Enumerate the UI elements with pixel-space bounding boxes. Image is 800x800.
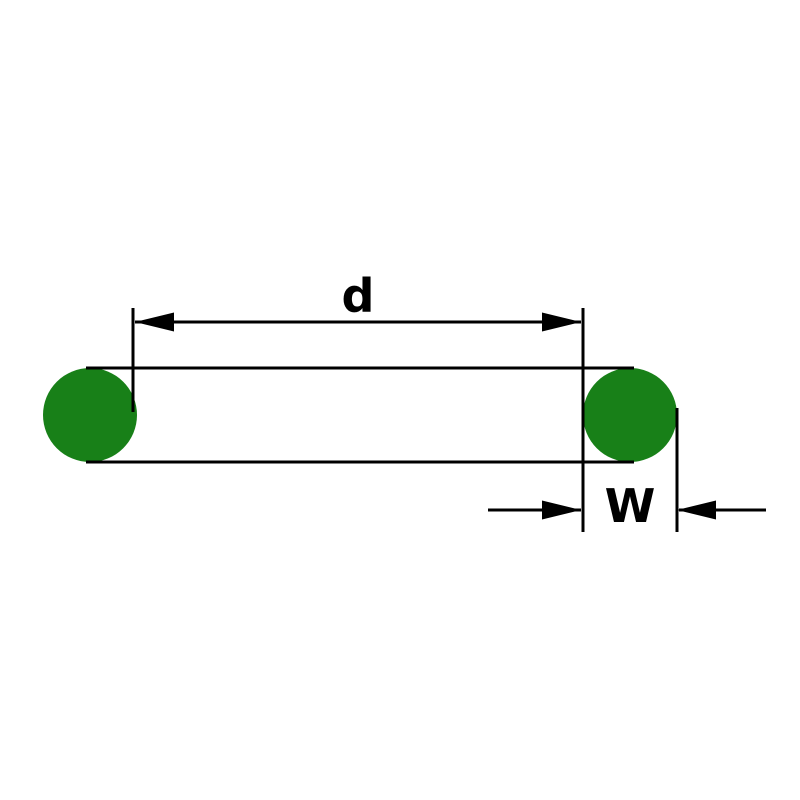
oring-left-cross-section [43,368,137,462]
label-inner-diameter: d [342,269,375,323]
arrowhead-w-right [677,500,716,520]
arrowheads [135,312,716,520]
oring-right-cross-section [583,368,677,462]
arrowhead-d-right [542,312,581,332]
label-cross-section-width: W [605,479,656,533]
arrowhead-d-left [135,312,174,332]
arrowhead-w-left [542,500,581,520]
